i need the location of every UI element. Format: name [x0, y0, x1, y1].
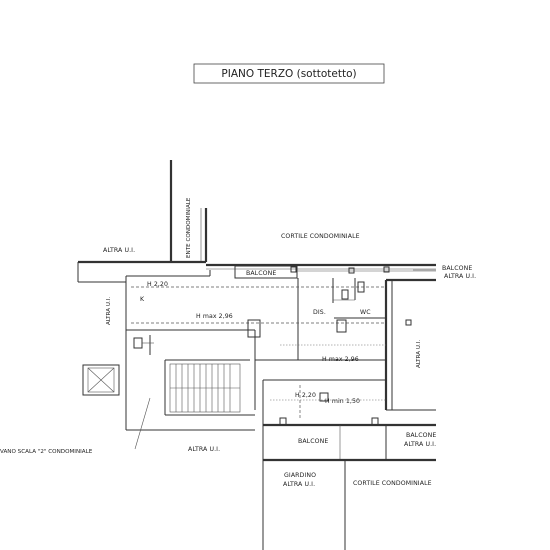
- altra-ui-right-label: ALTRA U.I.: [416, 340, 422, 368]
- title-box: [193, 63, 385, 84]
- top-wall: [77, 260, 436, 330]
- k-room-label: K: [140, 296, 145, 303]
- stair-treads: [169, 363, 241, 413]
- wc-label: WC: [360, 309, 371, 316]
- dis-label: DIS.: [313, 309, 326, 316]
- balcone-bottom: [262, 417, 436, 462]
- apartment-outline: [126, 278, 436, 425]
- h-min-label: H min 1,50: [325, 398, 360, 405]
- cortile-condominiale-top-label: CORTILE CONDOMINIALE: [281, 233, 360, 240]
- balcone-altra-ui-bottom-label-1: BALCONE: [406, 432, 436, 439]
- page-title: PIANO TERZO (sottotetto): [221, 68, 356, 80]
- h-220-bottom-label: H 2,20: [295, 392, 316, 399]
- balcone-top: [234, 265, 436, 279]
- altra-ui-bottom-label: ALTRA U.I.: [188, 446, 220, 453]
- right-small-marker: [405, 319, 412, 326]
- service-block: [332, 278, 386, 333]
- chimney-small: [319, 392, 329, 402]
- lift-shaft: [82, 364, 120, 396]
- balcone-altra-ui-bottom-label-2: ALTRA U.I.: [404, 441, 436, 448]
- bottom-boundaries: [262, 460, 346, 550]
- balcone-altra-ui-right-label-2: ALTRA U.I.: [444, 273, 476, 280]
- ente-condominiale-strip: [169, 160, 208, 262]
- balcone-top-label: BALCONE: [246, 270, 276, 277]
- h-max-top-label: H max 2,96: [196, 313, 233, 320]
- giardino-label-2: ALTRA U.I.: [283, 481, 315, 488]
- giardino-label-1: GIARDINO: [284, 472, 316, 479]
- vano-scala-leader: [134, 397, 151, 450]
- altra-ui-left-label: ALTRA U.I.: [106, 297, 112, 325]
- ente-condominiale-label: ENTE CONDOMINIALE: [186, 197, 192, 258]
- chimney: [247, 319, 261, 338]
- vano-scala-label: VANO SCALA "2" CONDOMINIALE: [0, 449, 93, 455]
- stair-core: [125, 330, 255, 431]
- h-220-top-label: H 2,20: [147, 281, 168, 288]
- balcone-altra-ui-right-label-1: BALCONE: [442, 265, 472, 272]
- balcone-bottom-label: BALCONE: [298, 438, 328, 445]
- altra-ui-top-left-label: ALTRA U.I.: [103, 247, 135, 254]
- h-max-mid-label: H max 2,96: [322, 356, 359, 363]
- cortile-condominiale-bottom-label: CORTILE CONDOMINIALE: [353, 480, 432, 487]
